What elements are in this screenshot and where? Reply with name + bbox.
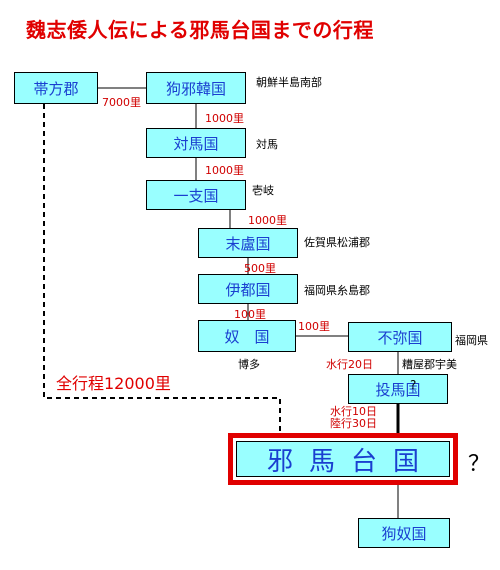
distance-matsuro-ito: 500里 (244, 262, 276, 275)
note-ito: 福岡県糸島郡 (304, 284, 370, 297)
distance-tsuma-yamatai-land: 陸行30日 (330, 417, 377, 430)
question-mark-tsuma: ? (410, 378, 417, 392)
note-fumi-right: 福岡県 (455, 334, 488, 347)
node-tsuma: 投馬国 (348, 374, 448, 404)
diagram-title: 魏志倭人伝による邪馬台国までの行程 (26, 18, 374, 42)
note-tsushima: 対馬 (256, 138, 278, 151)
node-fumi: 不弥国 (348, 322, 452, 352)
question-mark-yamatai: ？ (468, 452, 491, 477)
node-ito: 伊都国 (198, 274, 298, 304)
note-kuyakan: 朝鮮半島南部 (256, 76, 322, 89)
distance-iki-matsuro: 1000里 (248, 214, 287, 227)
node-yamatai: 邪馬台国 (236, 441, 450, 477)
node-kuna: 狗奴国 (358, 518, 450, 548)
distance-kuyakan-tsushima: 1000里 (205, 112, 244, 125)
note-fumi-below: 糟屋郡宇美 (402, 358, 457, 371)
distance-tsuma-yamatai-water: 水行10日 (330, 405, 377, 418)
node-kuyakan: 狗邪韓国 (146, 72, 246, 104)
total-distance: 全行程12000里 (56, 374, 171, 393)
note-iki: 壱岐 (252, 184, 274, 197)
node-iki: 一支国 (146, 180, 246, 210)
note-na: 博多 (238, 358, 260, 371)
node-matsuro: 末盧国 (198, 228, 298, 258)
note-matsuro: 佐賀県松浦郡 (304, 236, 370, 249)
node-taihou: 帯方郡 (14, 72, 98, 104)
distance-fumi-tsuma: 水行20日 (326, 358, 373, 371)
distance-taihou-kuyakan: 7000里 (102, 96, 141, 109)
distance-ito-na: 100里 (234, 308, 266, 321)
node-tsushima: 対馬国 (146, 128, 246, 158)
node-na: 奴 国 (198, 320, 296, 352)
distance-tsushima-iki: 1000里 (205, 164, 244, 177)
distance-na-fumi: 100里 (298, 320, 330, 333)
